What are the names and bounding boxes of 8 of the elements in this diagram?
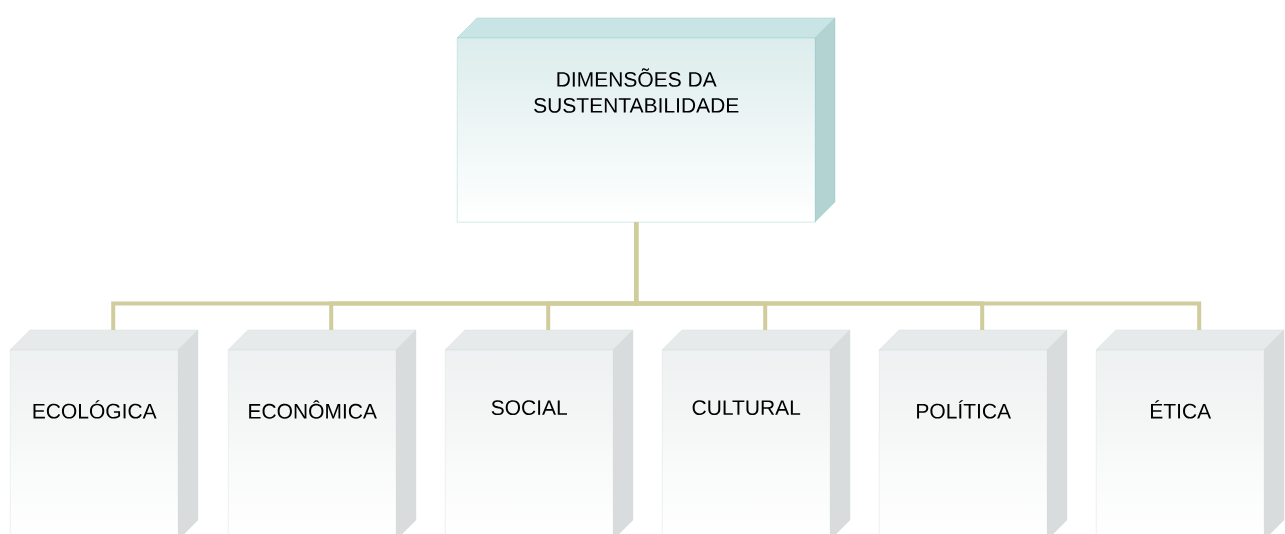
category-box: ÉTICA bbox=[1095, 329, 1285, 534]
category-box: CULTURAL bbox=[661, 329, 851, 534]
title-box: DIMENSÕES DA SUSTENTABILIDADE bbox=[456, 17, 836, 223]
category-box: ECONÔMICA bbox=[227, 329, 417, 534]
connector-line bbox=[634, 222, 1202, 330]
category-box: SOCIAL bbox=[444, 329, 634, 534]
category-box: ECOLÓGICA bbox=[9, 329, 199, 534]
category-box: POLÍTICA bbox=[878, 329, 1068, 534]
